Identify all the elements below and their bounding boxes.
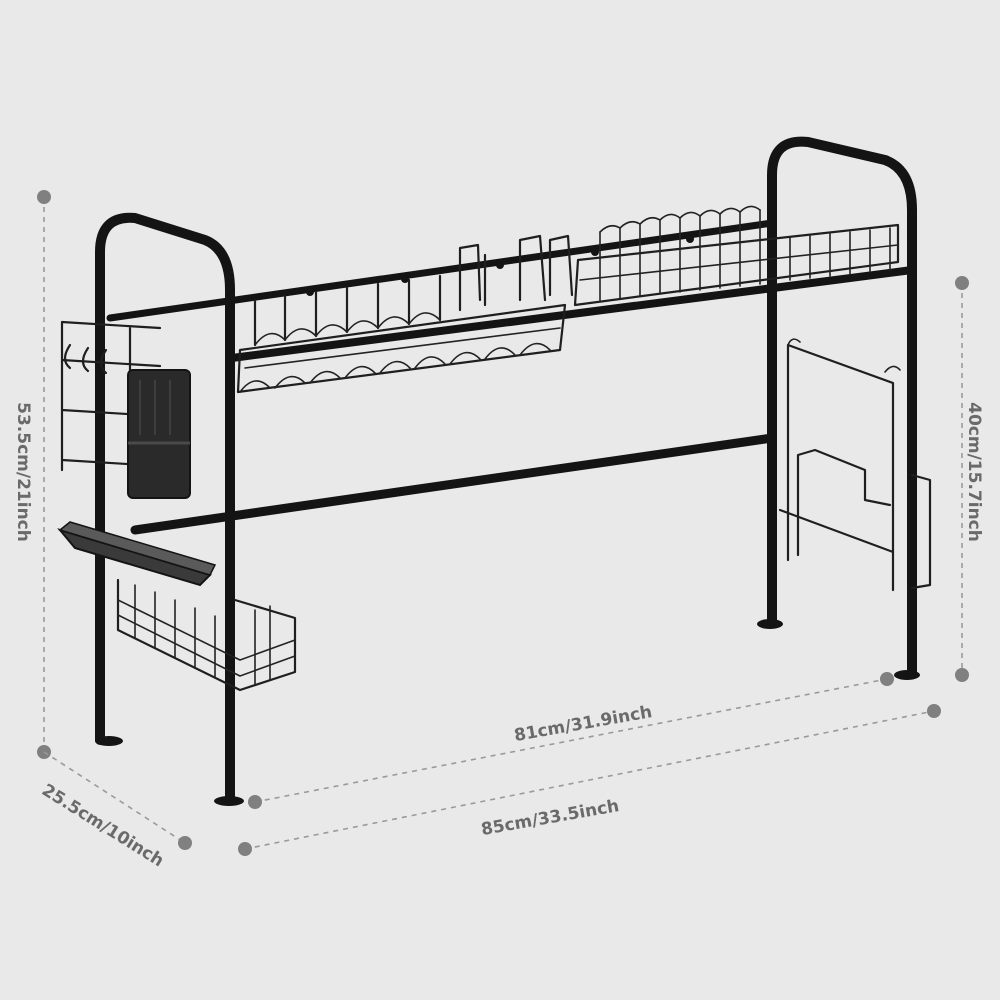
inner-width-label: 81cm/31.9inch [513,702,654,746]
depth-label: 25.5cm/10inch [38,780,167,871]
total-width-left-dot [238,842,252,856]
sponge-basket [116,578,297,692]
back-right-foot [757,619,783,629]
total-width-label: 85cm/33.5inch [480,796,621,840]
depth-dimension-end-dot [178,836,192,850]
bowl-basket [236,274,567,394]
soap-tray [57,521,217,587]
rail-hook-3 [496,261,504,269]
front-left-foot [214,796,244,806]
front-right-foot [894,670,920,680]
total-width-right-dot [927,704,941,718]
depth-dimension-line [43,751,186,844]
leg-height-label: 40cm/15.7inch [964,402,984,542]
utensil-holder [127,369,191,499]
leg-height-bottom-dot [955,668,969,682]
back-left-frame [95,212,235,745]
height-dimension-top-dot [37,190,51,204]
inner-width-left-dot [248,795,262,809]
rail-hook-2 [401,275,409,283]
rail-hook-4 [591,248,599,256]
rail-hook-5 [686,235,694,243]
back-right-frame [767,136,917,677]
inner-width-dimension-line [254,678,888,803]
lower-cross-bar [130,433,777,535]
total-height-label: 53.5cm/21inch [13,402,33,542]
total-width-dimension-line [244,710,935,850]
back-left-foot [95,736,123,746]
rail-hook-1 [306,288,314,296]
cutting-board-holder [778,338,932,592]
left-side-hooks [60,320,162,472]
plate-rack [306,205,900,312]
top-back-rail [106,219,776,322]
inner-width-right-dot [880,672,894,686]
dish-rack [57,136,932,806]
leg-height-top-dot [955,276,969,290]
top-front-rail [228,266,916,362]
